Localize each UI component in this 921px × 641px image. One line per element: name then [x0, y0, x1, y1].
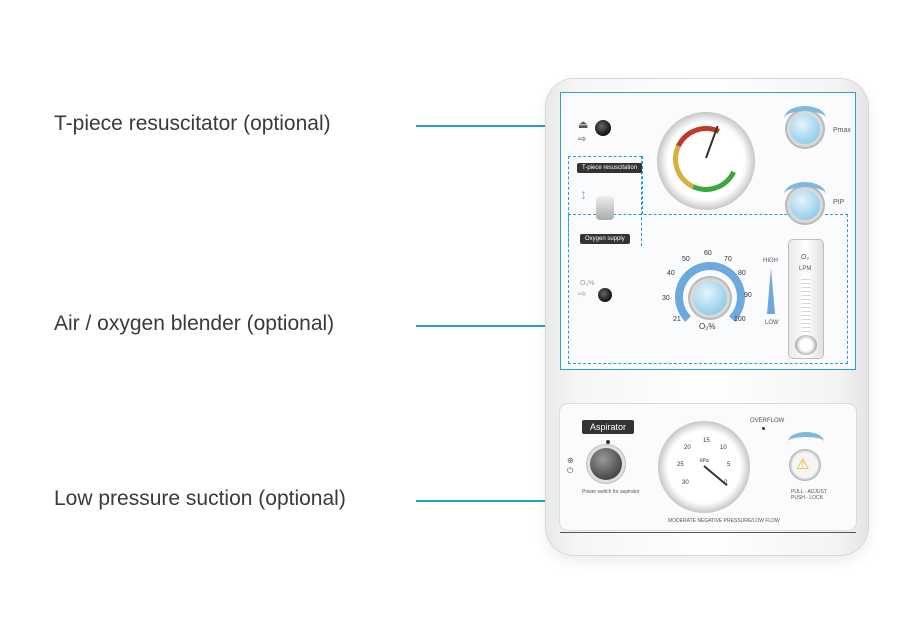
blender-tick-50: 50	[682, 256, 690, 263]
oxygen-toggle-switch[interactable]	[596, 196, 614, 220]
flowmeter-unit-label: LPM	[799, 266, 812, 272]
regulator-arc	[788, 432, 824, 451]
blender-tick-30: 30	[662, 295, 670, 302]
outlet-arrow-icon: ⇨	[578, 134, 587, 145]
o2-inlet-port[interactable]	[598, 288, 612, 302]
blender-dashed-region	[568, 214, 848, 364]
pull-adjust-label: PULL - ADJUST	[791, 489, 827, 495]
callout-suction: Low pressure suction (optional)	[54, 487, 346, 510]
flow-low-label: LOW	[765, 320, 779, 326]
flowmeter-scale	[801, 276, 811, 332]
pmax-arc	[784, 106, 826, 131]
suction-tick-5: 5	[727, 462, 731, 468]
blender-tick-70: 70	[724, 256, 732, 263]
callout-blender: Air / oxygen blender (optional)	[54, 312, 335, 335]
up-down-arrow-icon: ↕	[580, 186, 587, 202]
flow-wedge-icon	[767, 268, 775, 314]
tpiece-dashed-region	[568, 156, 642, 246]
pip-label: PIP	[833, 199, 845, 206]
aspirator-tag: Aspirator	[582, 420, 635, 434]
suction-tick-20: 20	[684, 445, 691, 451]
push-lock-label: PUSH - LOCK	[791, 495, 823, 501]
pressure-gauge	[657, 112, 755, 210]
warning-triangle-icon: ⚠	[796, 456, 810, 473]
o2-inlet-label: O₂%	[580, 280, 595, 287]
pip-arc	[784, 182, 826, 207]
blender-tick-90: 90	[744, 292, 752, 299]
suction-unit: kPa	[700, 458, 709, 464]
bottom-divider	[560, 532, 856, 533]
blender-tick-100: 100	[734, 316, 746, 323]
suction-tick-10: 10	[720, 445, 727, 451]
regulator-knob[interactable]	[789, 449, 821, 481]
power-caption: Power switch for aspirator	[582, 489, 640, 495]
flowmeter-gas-label: O₂	[801, 254, 810, 261]
blender-tick-21: 21	[673, 316, 681, 323]
dashed-divider	[642, 156, 643, 214]
blender-knob[interactable]	[693, 281, 727, 315]
tpiece-outlet-icon: ⏏	[578, 119, 589, 131]
aspirator-power-button[interactable]	[590, 448, 622, 480]
overflow-label: OVERFLOW	[750, 418, 785, 424]
flow-high-label: HIGH	[763, 258, 778, 264]
indicator-dot	[606, 440, 610, 444]
blender-scale-arc	[675, 262, 745, 332]
oxygen-tag: Oxygen supply	[580, 234, 630, 244]
bottom-caption: MODERATE NEGATIVE PRESSURE/LOW FLOW	[668, 518, 780, 524]
flowmeter-knob[interactable]	[795, 335, 817, 355]
blender-tick-60: 60	[704, 250, 712, 257]
inlet-arrow-icon: ⇨	[578, 289, 587, 300]
blender-tick-40: 40	[667, 270, 675, 277]
power-on-icon: ⊕	[567, 456, 574, 465]
blender-unit: O₂%	[699, 322, 716, 331]
pmax-label: Pmax	[833, 127, 851, 134]
overflow-indicator	[762, 427, 765, 430]
blender-tick-80: 80	[738, 270, 746, 277]
tpiece-tag: T-piece resuscitation	[577, 163, 643, 173]
suction-tick-15: 15	[703, 438, 710, 444]
callout-tpiece: T-piece resuscitator (optional)	[54, 112, 331, 135]
power-off-icon: ⏻	[567, 466, 574, 475]
tpiece-port[interactable]	[595, 120, 611, 136]
suction-tick-30: 30	[682, 480, 689, 486]
suction-tick-25: 25	[677, 462, 684, 468]
